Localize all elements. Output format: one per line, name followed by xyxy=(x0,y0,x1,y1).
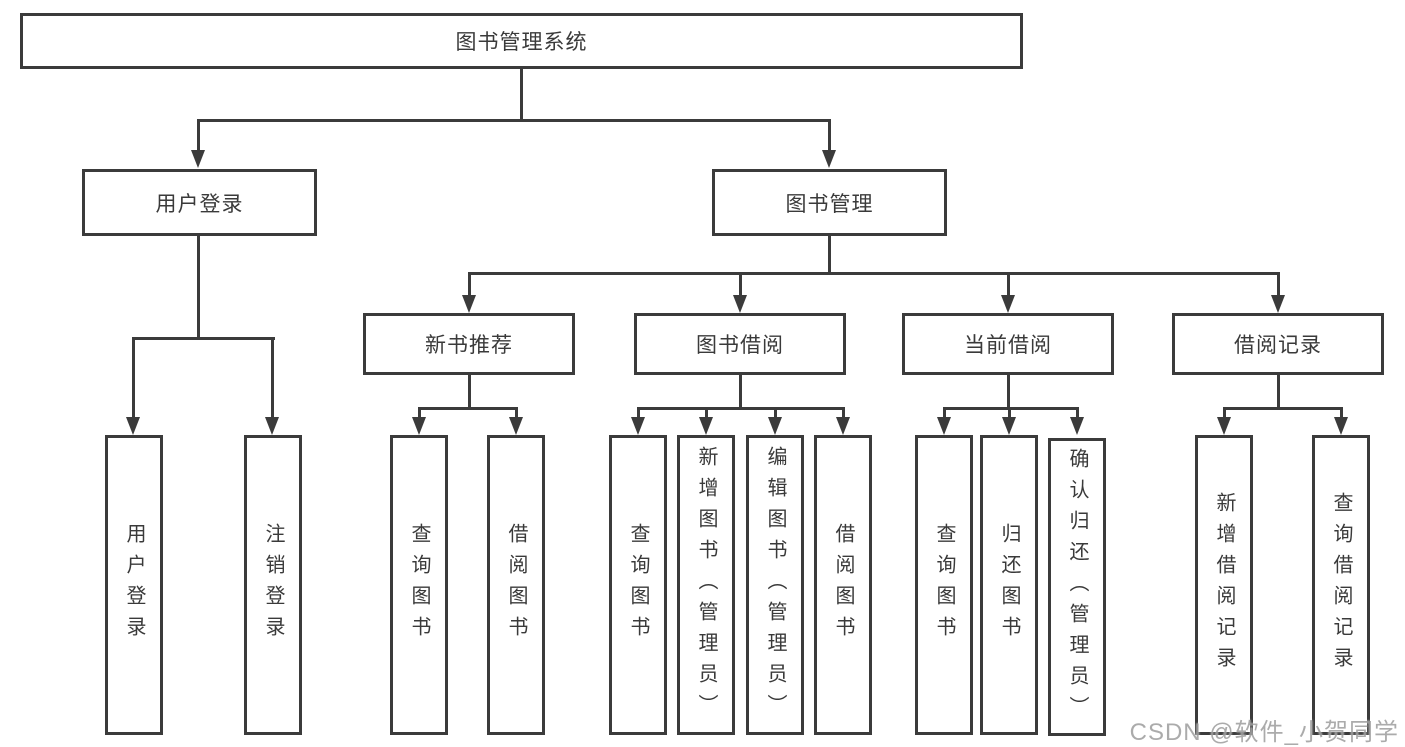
connector-stem-leaf-logout xyxy=(271,337,274,417)
node-borrow-records-label: 借阅记录 xyxy=(1234,334,1322,357)
leaf-borrow-borrow-books-label: 借阅图书 xyxy=(832,523,854,647)
arrowhead-bb-add xyxy=(699,417,713,435)
connector-stem-user-login xyxy=(197,119,200,152)
leaf-borrow-query-books: 查询图书 xyxy=(609,435,667,735)
arrowhead-book-mgmt xyxy=(822,150,836,168)
leaf-newbook-query-books-label: 查询图书 xyxy=(408,523,430,647)
csdn-watermark: CSDN @软件_小贺同学 xyxy=(1129,719,1399,746)
connector-stem-bb-edit xyxy=(774,407,777,419)
arrowhead-leaf-user-login xyxy=(126,417,140,435)
connector-stem-borrow-records xyxy=(1277,272,1280,297)
connector-stem-bb-add xyxy=(705,407,708,419)
connector-stem-bb-borrow xyxy=(842,407,845,419)
connector-book-mgmt-trunk xyxy=(828,236,831,272)
node-book-borrow: 图书借阅 xyxy=(634,313,846,375)
connector-user-login-trunk xyxy=(197,236,200,337)
connector-stem-cb-query xyxy=(943,407,946,419)
leaf-borrow-query-books-label: 查询图书 xyxy=(627,523,649,647)
leaf-records-query-record-label: 查询借阅记录 xyxy=(1330,492,1352,678)
arrowhead-bb-edit xyxy=(768,417,782,435)
arrowhead-br-add xyxy=(1217,417,1231,435)
connector-current-borrow-trunk xyxy=(1007,375,1010,407)
connector-borrow-records-trunk xyxy=(1277,375,1280,407)
leaf-records-add-record-label: 新增借阅记录 xyxy=(1213,492,1235,678)
leaf-borrow-add-books-admin: 新增图书（管理员） xyxy=(677,435,735,735)
node-library-system: 图书管理系统 xyxy=(20,13,1023,69)
connector-stem-book-mgmt xyxy=(828,119,831,152)
connector-book-borrow-trunk xyxy=(739,375,742,407)
arrowhead-bb-borrow xyxy=(836,417,850,435)
arrowhead-nb-borrow xyxy=(509,417,523,435)
leaf-borrow-edit-books-admin: 编辑图书（管理员） xyxy=(746,435,804,735)
node-new-book-recommend: 新书推荐 xyxy=(363,313,575,375)
arrowhead-bb-query xyxy=(631,417,645,435)
arrowhead-book-borrow xyxy=(733,295,747,313)
leaf-records-add-record: 新增借阅记录 xyxy=(1195,435,1253,735)
arrowhead-new-book xyxy=(462,295,476,313)
connector-stem-nb-borrow xyxy=(515,407,518,419)
node-user-login-label: 用户登录 xyxy=(155,192,244,216)
connector-user-login-rail xyxy=(132,337,275,340)
leaf-current-query-books: 查询图书 xyxy=(915,435,973,735)
node-current-borrow-label: 当前借阅 xyxy=(964,334,1052,357)
leaf-borrow-borrow-books: 借阅图书 xyxy=(814,435,872,735)
connector-stem-br-query xyxy=(1340,407,1343,419)
leaf-records-query-record: 查询借阅记录 xyxy=(1312,435,1370,735)
connector-stem-cb-confirm xyxy=(1076,407,1079,419)
node-book-borrow-label: 图书借阅 xyxy=(696,334,784,357)
node-new-book-recommend-label: 新书推荐 xyxy=(425,334,513,357)
connector-level3-rail xyxy=(468,272,1280,275)
node-book-management-label: 图书管理 xyxy=(785,192,874,216)
arrowhead-current-borrow xyxy=(1001,295,1015,313)
connector-stem-leaf-user-login xyxy=(132,337,135,417)
leaf-newbook-borrow-books-label: 借阅图书 xyxy=(505,523,527,647)
connector-new-book-rail xyxy=(418,407,518,410)
connector-current-borrow-rail xyxy=(943,407,1079,410)
connector-borrow-records-rail xyxy=(1223,407,1343,410)
connector-stem-book-borrow xyxy=(739,272,742,297)
node-current-borrow: 当前借阅 xyxy=(902,313,1114,375)
leaf-newbook-borrow-books: 借阅图书 xyxy=(487,435,545,735)
leaf-user-login-label: 用户登录 xyxy=(123,523,145,647)
node-borrow-records: 借阅记录 xyxy=(1172,313,1384,375)
leaf-current-confirm-return-admin-label: 确认归还（管理员） xyxy=(1066,447,1088,727)
arrowhead-user-login xyxy=(191,150,205,168)
leaf-current-return-books-label: 归还图书 xyxy=(998,523,1020,647)
node-book-management: 图书管理 xyxy=(712,169,947,236)
node-library-system-label: 图书管理系统 xyxy=(455,31,588,54)
connector-stem-nb-query xyxy=(418,407,421,419)
connector-new-book-trunk xyxy=(468,375,471,407)
leaf-borrow-add-books-admin-label: 新增图书（管理员） xyxy=(695,445,717,725)
connector-root-trunk xyxy=(520,69,523,119)
leaf-logout-label: 注销登录 xyxy=(262,523,284,647)
leaf-current-confirm-return-admin: 确认归还（管理员） xyxy=(1048,438,1106,736)
connector-stem-cb-return xyxy=(1008,407,1011,419)
connector-book-borrow-rail xyxy=(637,407,844,410)
node-user-login: 用户登录 xyxy=(82,169,317,236)
connector-level2-rail xyxy=(197,119,831,122)
connector-stem-bb-query xyxy=(637,407,640,419)
connector-stem-br-add xyxy=(1223,407,1226,419)
arrowhead-nb-query xyxy=(412,417,426,435)
arrowhead-borrow-records xyxy=(1271,295,1285,313)
leaf-logout: 注销登录 xyxy=(244,435,302,735)
arrowhead-cb-query xyxy=(937,417,951,435)
connector-stem-new-book xyxy=(468,272,471,297)
leaf-newbook-query-books: 查询图书 xyxy=(390,435,448,735)
arrowhead-cb-confirm xyxy=(1070,417,1084,435)
leaf-current-return-books: 归还图书 xyxy=(980,435,1038,735)
arrowhead-br-query xyxy=(1334,417,1348,435)
arrowhead-leaf-logout xyxy=(265,417,279,435)
connector-stem-current-borrow xyxy=(1007,272,1010,297)
leaf-current-query-books-label: 查询图书 xyxy=(933,523,955,647)
leaf-user-login: 用户登录 xyxy=(105,435,163,735)
leaf-borrow-edit-books-admin-label: 编辑图书（管理员） xyxy=(764,445,786,725)
arrowhead-cb-return xyxy=(1002,417,1016,435)
